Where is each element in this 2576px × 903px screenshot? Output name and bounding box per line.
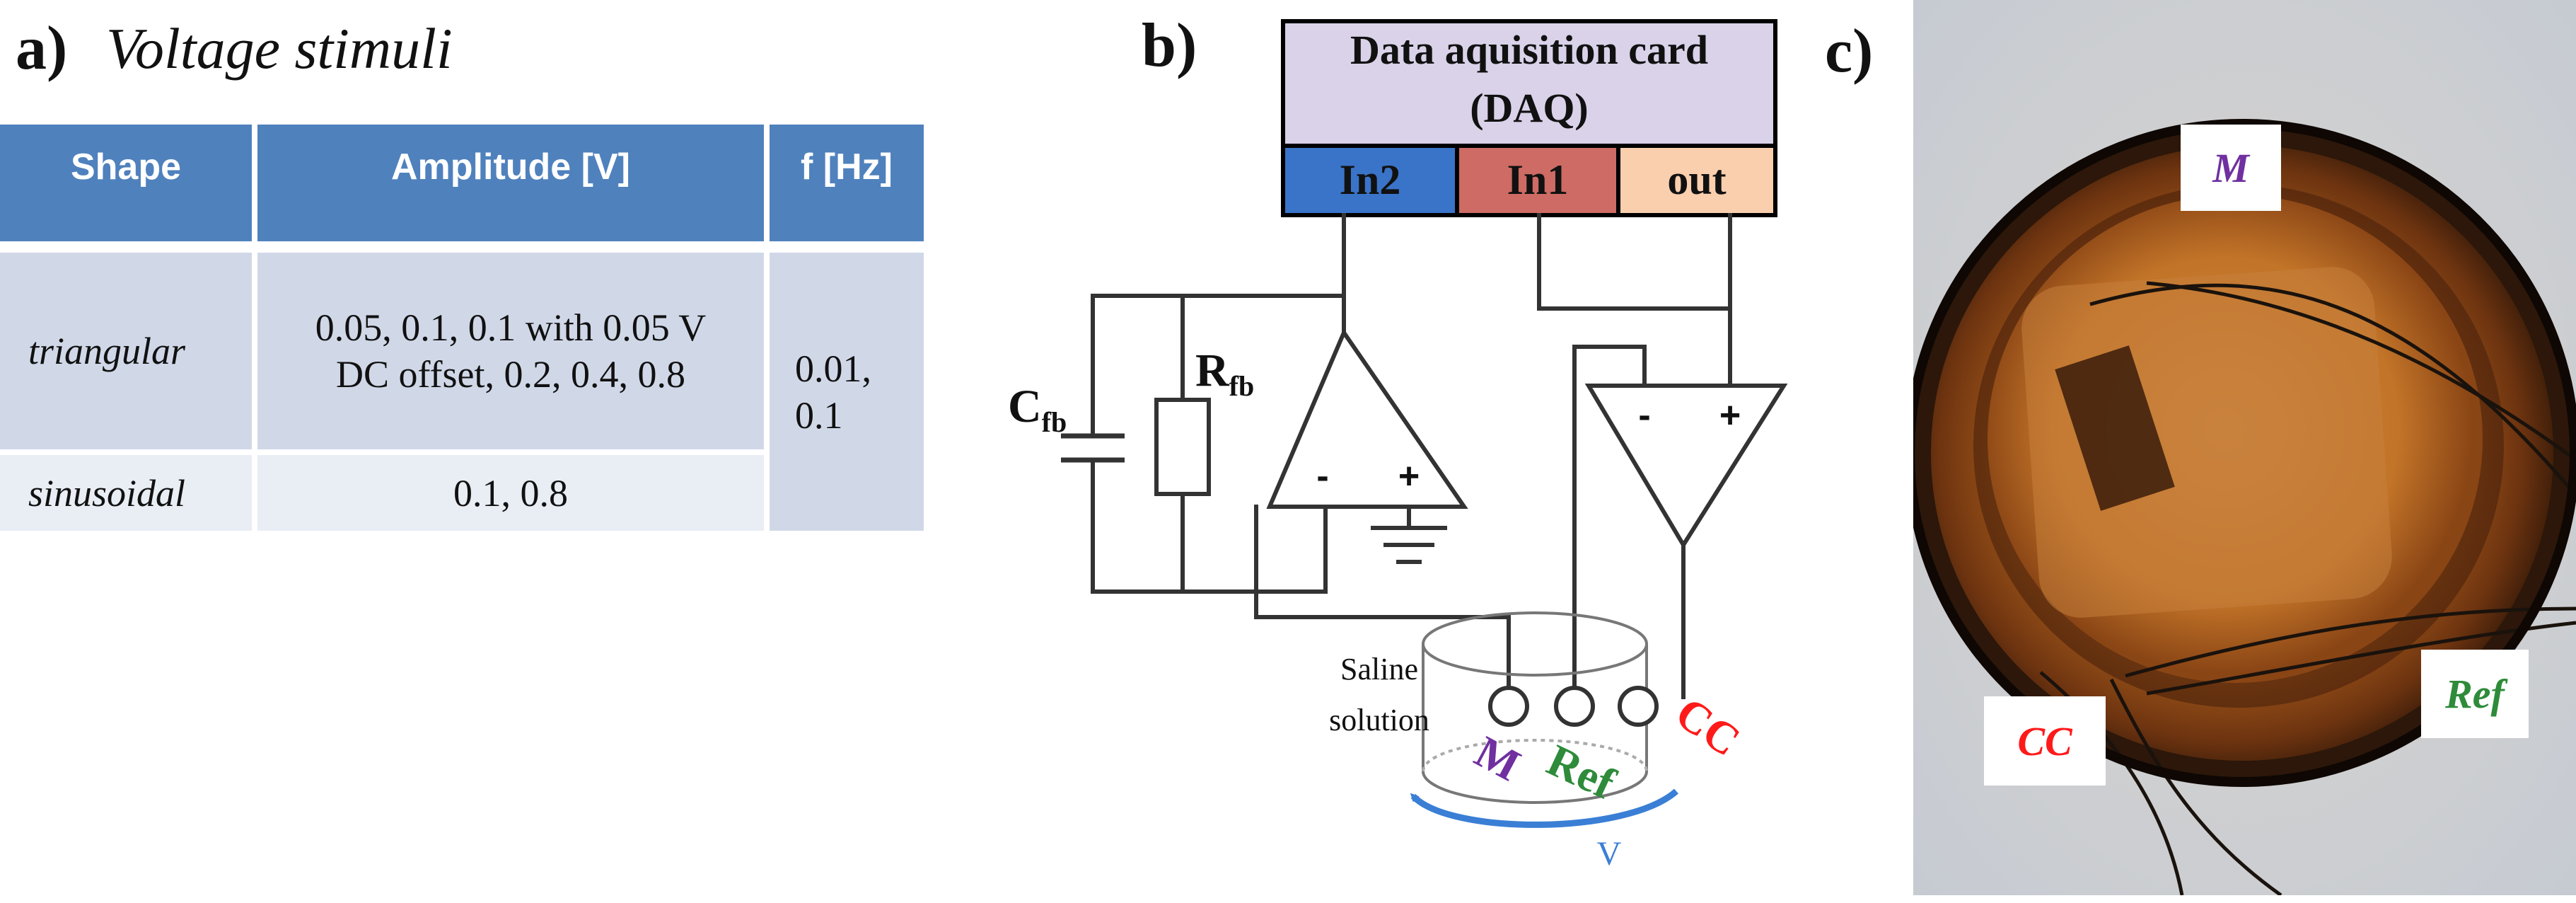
port-in2 <box>1281 144 1459 217</box>
circuit-diagram: Data aquisition card (DAQ) In2 In1 out <box>1008 19 1788 873</box>
opamp1-plus: + <box>1398 456 1420 497</box>
row-sinusoidal-amplitude: 0.1, 0.8 <box>257 455 764 531</box>
row-triangular-shape: triangular <box>0 253 252 449</box>
header-amplitude: Amplitude [V] <box>257 125 764 241</box>
saline-label-line-1: Saline <box>1340 652 1418 686</box>
port-out-label: out <box>1667 156 1726 203</box>
voltage-arrow-label: V <box>1597 835 1622 873</box>
daq-title-line-1: Data aquisition card <box>1350 27 1708 73</box>
daq-box <box>1281 19 1777 148</box>
opamp-transimpedance <box>1266 328 1468 509</box>
electrode-cc <box>1618 686 1659 727</box>
ground-icon <box>1371 526 1447 564</box>
row-triangular-amplitude: 0.05, 0.1, 0.1 with 0.05 V DC offset, 0.… <box>257 253 764 449</box>
rfb-label: Rfb <box>1195 345 1254 402</box>
electrode-ref <box>1554 686 1595 727</box>
header-shape: Shape <box>0 125 252 241</box>
port-out <box>1616 144 1777 217</box>
photo-label-cc: CC <box>1984 696 2106 786</box>
photo-label-ref: Ref <box>2421 650 2529 738</box>
amplitude-line-2: DC offset, 0.2, 0.4, 0.8 <box>336 353 685 396</box>
amplitude-line-1: 0.05, 0.1, 0.1 with 0.05 V <box>315 306 707 349</box>
saline-container <box>1422 611 1648 804</box>
panel-b-letter: b) <box>1142 11 1197 80</box>
electrode-photo: M Ref CC <box>1913 0 2576 895</box>
electrode-cc-label: CC <box>1667 687 1749 766</box>
opamp1-minus: - <box>1316 456 1328 497</box>
opamp2-minus: - <box>1638 395 1650 436</box>
electrode-m-label: M <box>1467 726 1528 790</box>
frequency-line-1: 0.01, <box>795 347 871 390</box>
opamp-voltage-follower <box>1584 384 1788 549</box>
opamp2-plus: + <box>1719 395 1741 436</box>
cfb-label: Cfb <box>1008 381 1067 438</box>
panel-a-letter: a) <box>16 14 68 83</box>
frequency-line-2: 0.1 <box>795 393 843 437</box>
panel-a-title: Voltage stimuli <box>106 16 453 81</box>
port-in1-label: In1 <box>1507 156 1569 203</box>
panel-c-letter: c) <box>1825 17 1874 86</box>
port-in1 <box>1455 144 1620 217</box>
header-frequency: f [Hz] <box>770 125 924 241</box>
port-in2-label: In2 <box>1340 156 1401 203</box>
frequency-cell: 0.01, 0.1 <box>770 253 924 531</box>
photo-label-m: M <box>2181 125 2281 211</box>
electrode-ref-label: Ref <box>1540 735 1623 809</box>
electrode-m <box>1488 686 1529 727</box>
daq-title-line-2: (DAQ) <box>1470 85 1589 131</box>
stimuli-table: Shape Amplitude [V] f [Hz] triangular 0.… <box>0 125 924 531</box>
circuit-wires <box>1091 213 1732 699</box>
saline-label-line-2: solution <box>1329 703 1429 737</box>
voltage-arrow <box>1410 788 1678 828</box>
resistor <box>1154 398 1211 496</box>
row-sinusoidal-shape: sinusoidal <box>0 455 252 531</box>
